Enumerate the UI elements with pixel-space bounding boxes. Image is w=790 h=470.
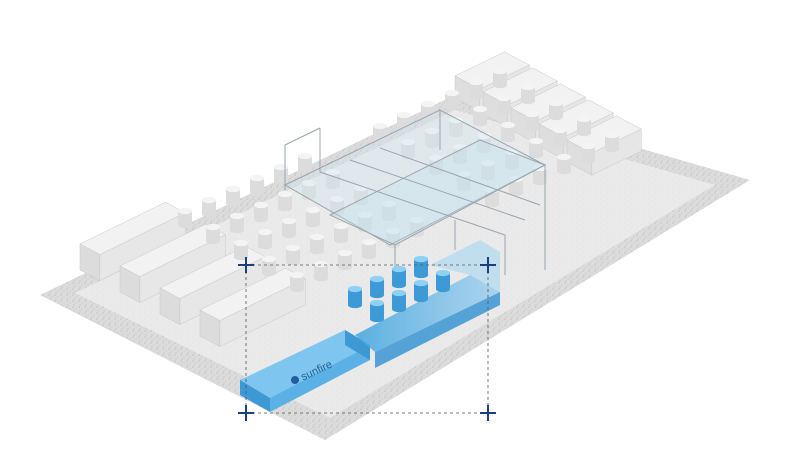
container-unit xyxy=(119,223,226,303)
highlighted-tanks xyxy=(348,255,450,323)
tank xyxy=(274,163,288,185)
tank xyxy=(310,233,324,255)
crosshair-marker-icon xyxy=(238,405,254,421)
tank xyxy=(258,228,272,250)
tank xyxy=(354,184,368,206)
highlighted-tank xyxy=(370,299,384,323)
tank xyxy=(373,122,387,144)
highlighted-tank xyxy=(392,289,406,313)
tank xyxy=(306,206,320,228)
highlighted-tank xyxy=(370,275,384,299)
tank xyxy=(382,200,396,222)
tank xyxy=(230,212,244,234)
tank xyxy=(386,227,400,249)
tank xyxy=(298,152,312,174)
tank xyxy=(429,154,443,176)
tank xyxy=(425,127,439,149)
crosshair-marker-icon xyxy=(238,257,254,273)
tank-cluster-right xyxy=(373,67,619,208)
highlighted-tank xyxy=(414,255,428,279)
tank xyxy=(202,196,216,218)
tank xyxy=(401,138,415,160)
tank xyxy=(449,116,463,138)
tank xyxy=(250,174,264,196)
tank xyxy=(314,260,328,282)
tank xyxy=(302,179,316,201)
container-unit xyxy=(79,201,186,281)
crosshair-marker-icon xyxy=(480,405,496,421)
tank xyxy=(338,249,352,271)
highlighted-module xyxy=(240,240,500,412)
tank xyxy=(358,211,372,233)
tank xyxy=(254,201,268,223)
tank xyxy=(178,207,192,229)
tank xyxy=(553,126,567,148)
tank xyxy=(226,185,240,207)
glass-canopy-structure xyxy=(283,109,547,280)
tank xyxy=(206,223,220,245)
selection-outline xyxy=(245,264,489,414)
tank xyxy=(334,222,348,244)
highlighted-tank xyxy=(348,285,362,309)
tank xyxy=(421,100,435,122)
tank xyxy=(525,110,539,132)
tank xyxy=(481,159,495,181)
tank-cluster-left xyxy=(178,152,424,293)
highlighted-tank xyxy=(414,279,428,303)
tank xyxy=(282,217,296,239)
tank xyxy=(497,94,511,116)
tank xyxy=(362,238,376,260)
tank xyxy=(521,83,535,105)
tank xyxy=(234,239,248,261)
tank xyxy=(278,190,292,212)
tank xyxy=(290,271,304,293)
tank xyxy=(457,170,471,192)
highlighted-tank xyxy=(436,269,450,293)
tank xyxy=(493,67,507,89)
tank xyxy=(549,99,563,121)
tank xyxy=(286,244,300,266)
tank xyxy=(469,78,483,100)
tank xyxy=(557,153,571,175)
tank xyxy=(605,131,619,153)
tank xyxy=(577,115,591,137)
tank xyxy=(581,142,595,164)
tank xyxy=(529,137,543,159)
container-row-back xyxy=(454,51,642,176)
tank xyxy=(262,255,276,277)
tank xyxy=(473,105,487,127)
tank xyxy=(501,121,515,143)
highlighted-tank xyxy=(392,265,406,289)
container-unit xyxy=(199,267,306,347)
tank xyxy=(445,89,459,111)
crosshair-marker-icon xyxy=(480,257,496,273)
